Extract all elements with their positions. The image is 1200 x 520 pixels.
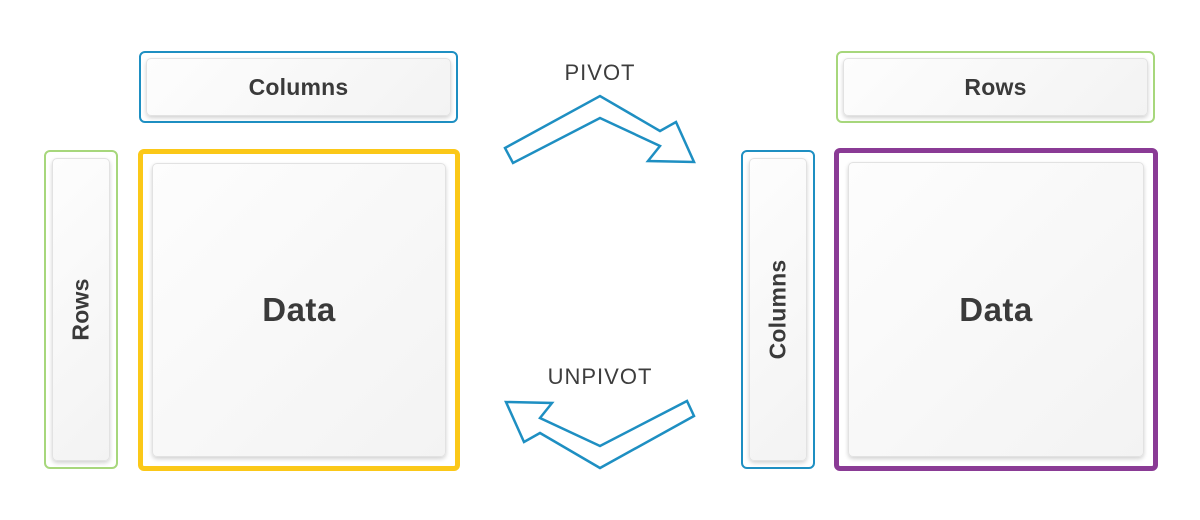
left-data-label: Data — [262, 291, 336, 328]
left-columns-box: Columns — [139, 51, 458, 123]
chevron-arrow-left-icon — [504, 399, 696, 470]
chevron-arrow-right-icon — [503, 94, 696, 165]
right-data-label: Data — [959, 290, 1033, 328]
right-rows-label: Rows — [964, 73, 1027, 100]
right-columns-box: Columns — [741, 150, 815, 469]
right-rows-box: Rows — [836, 51, 1155, 123]
left-columns-label: Columns — [248, 73, 349, 100]
left-data-box: Data — [138, 149, 460, 471]
left-columns-header: Columns — [146, 58, 451, 116]
left-rows-header: Rows — [52, 158, 110, 461]
right-rows-header: Rows — [843, 58, 1148, 116]
left-rows-box: Rows — [44, 150, 118, 469]
pivot-label: PIVOT — [564, 60, 636, 85]
left-data-area: Data — [152, 163, 446, 457]
right-data-area: Data — [848, 162, 1144, 457]
right-data-box: Data — [834, 148, 1158, 471]
unpivot-label: UNPIVOT — [547, 364, 653, 389]
right-columns-header: Columns — [749, 158, 807, 461]
